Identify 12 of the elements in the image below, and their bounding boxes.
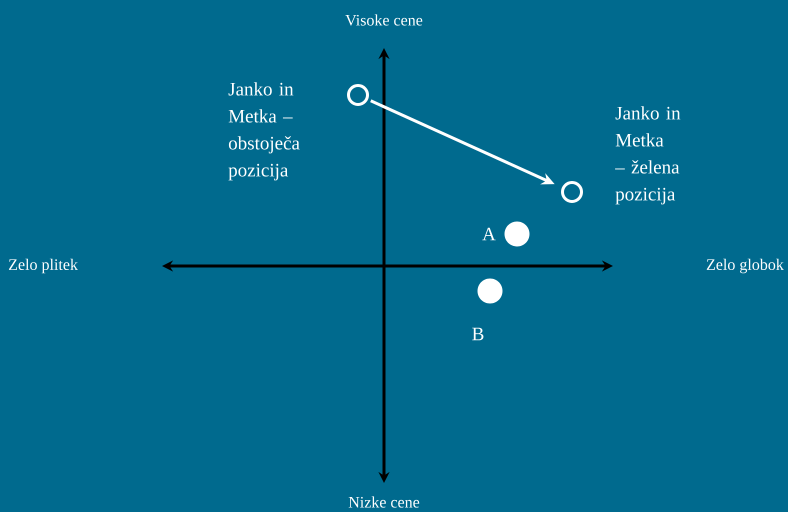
axis-label: Zelo globok	[706, 258, 784, 274]
axis-label: Nizke cene	[348, 496, 420, 508]
point-label: B	[472, 328, 484, 340]
ring-marker	[347, 84, 369, 106]
axis-label: Visoke cene	[345, 14, 422, 26]
ring-marker	[561, 181, 583, 203]
dot-marker	[504, 222, 530, 246]
dot-marker	[478, 278, 502, 304]
point-label: A	[482, 228, 496, 240]
point-label: Janko in Metka – želena pozicija	[615, 106, 680, 204]
point-label: Janko in Metka – obstoječa pozicija	[228, 82, 300, 180]
axis-label: Zelo plitek	[8, 258, 78, 274]
